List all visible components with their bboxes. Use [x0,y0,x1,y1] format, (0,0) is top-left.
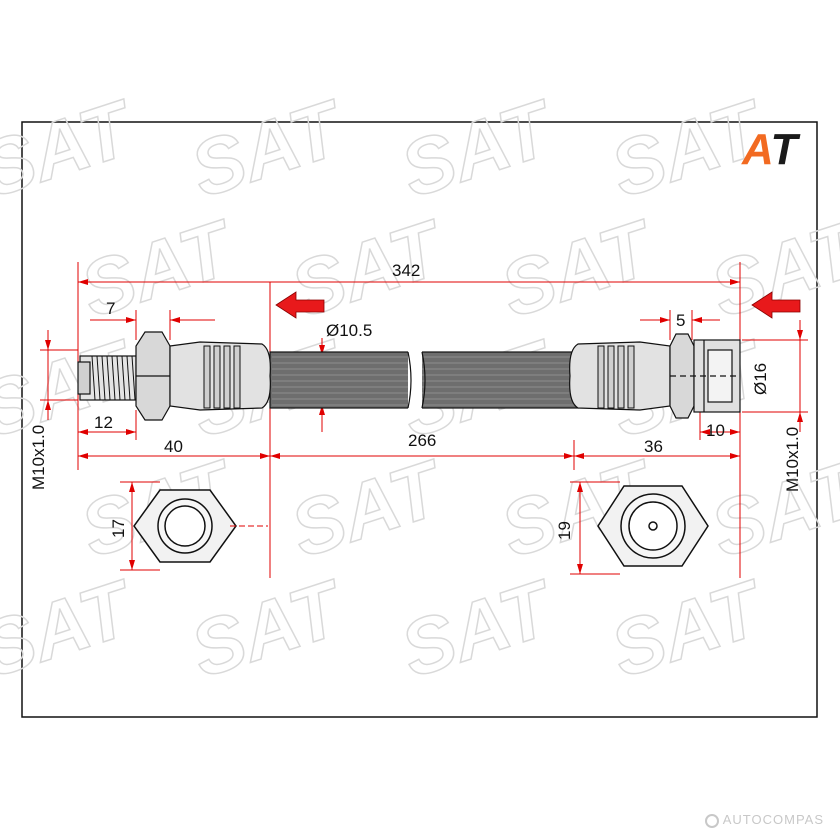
watermark-text: SAT [0,82,147,214]
left-flow-arrow-icon [275,291,325,319]
hose-diameter-label: Ø10.5 [326,321,372,340]
right-thread-length-label: 10 [706,421,725,440]
thread-line [111,355,116,401]
dimension-arrowheads [45,279,803,574]
compass-icon [704,814,719,828]
crimp-ring [213,345,221,409]
right-hex-view [597,485,709,567]
right-hex-size-label: 19 [555,521,574,540]
watermark-text: SAT [280,442,456,574]
crimp-ring [607,345,615,409]
watermark-text: SAT [180,82,356,214]
footer-text: AUTOCOMPAS [722,812,824,827]
watermark-text: SAT [280,202,456,334]
watermark-text: SAT [490,202,666,334]
watermark-text: SAT [180,562,356,694]
footer-watermark: AUTOCOMPAS [704,812,824,828]
crimp-ring [223,345,231,409]
brand-logo: AT [741,125,801,174]
left-hex-view [133,489,268,563]
crimp-ring [597,345,605,409]
drawing-frame [21,121,818,718]
right-fitting-width-label: 5 [676,311,685,330]
right-flow-arrow-icon [751,291,801,319]
watermark-text: SAT [390,562,566,694]
thread-line [131,355,136,401]
crimp-ring [617,345,625,409]
thread-line [101,355,106,401]
left-fitting-length-label: 40 [164,437,183,456]
thread-line [116,355,121,401]
dimension-labels: 342 7 Ø10.5 5 12 40 266 36 10 Ø16 M10x1.… [29,261,802,540]
crimp-ring [627,345,635,409]
left-hex-width-label: 7 [106,299,115,318]
crimp-ring [203,345,211,409]
hose-length-label: 266 [408,431,436,450]
crimp-ring [233,345,241,409]
right-fitting-length-label: 36 [644,437,663,456]
right-fitting [569,333,741,419]
thread-line [126,355,131,401]
watermark-text: SAT [70,202,246,334]
left-hex-size-label: 17 [109,519,128,538]
thread-line [96,355,101,401]
right-thread-label: M10x1.0 [783,427,802,492]
hose-body [269,348,579,412]
thread-line [121,355,126,401]
watermark-text: SAT [600,562,776,694]
logo-text: AT [741,125,801,174]
thread-line [106,355,111,401]
watermark-text: SAT [390,82,566,214]
right-fitting-diameter-label: Ø16 [751,363,770,395]
watermark-text: SAT [700,442,840,574]
left-thread-label: M10x1.0 [29,425,48,490]
flow-arrows [275,291,801,319]
left-thread-length-label: 12 [94,413,113,432]
left-fitting [77,331,271,421]
thread-line [91,355,96,401]
overall-length-label: 342 [392,261,420,280]
